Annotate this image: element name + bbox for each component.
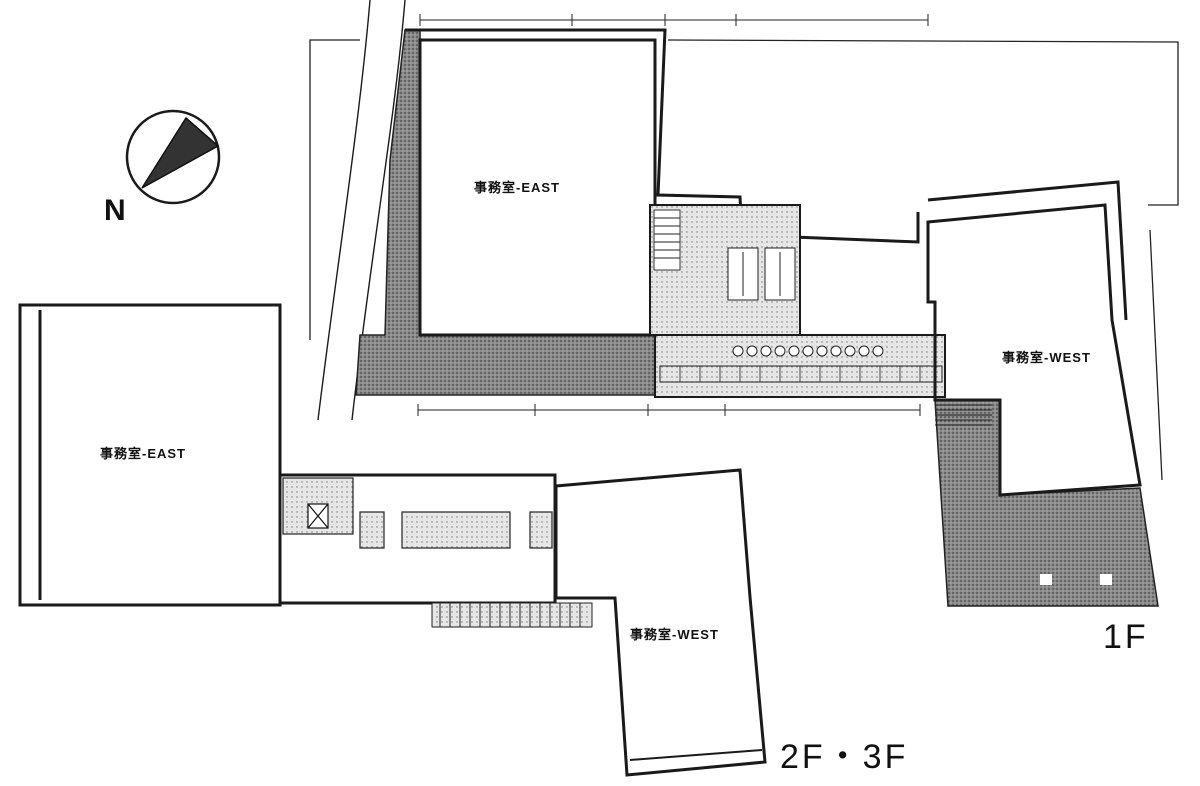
floor-2f3f-plan: 事務室-EAST 事務室-WEST 2F・3	[18, 303, 908, 777]
elevator-2f3f	[307, 503, 329, 529]
column-1f-b	[1100, 574, 1112, 585]
north-label: N	[104, 194, 126, 227]
site-boundary-1f-east	[667, 39, 1179, 206]
floor-2f3f-label: 2F・3F	[780, 738, 908, 776]
column-1f-a	[1040, 574, 1052, 585]
restroom-fixtures-1f	[727, 247, 796, 301]
entry-steps-1f	[935, 404, 992, 426]
shaded-walkway-left	[355, 29, 656, 396]
room-west-2f3f-label: 事務室-WEST	[630, 627, 719, 642]
seating-row-1f	[659, 345, 943, 383]
room-east-1f	[418, 38, 657, 337]
north-arrow: N	[104, 109, 221, 227]
site-boundary-1f	[309, 39, 360, 340]
floor-1f-label: 1F	[1103, 618, 1149, 656]
road-edge-outer	[317, 0, 371, 421]
room-east-2f3f	[18, 303, 282, 607]
site-boundary-1f-right	[1149, 229, 1163, 481]
room-east-2f3f-label: 事務室-EAST	[100, 446, 186, 461]
balcony-2f3f	[431, 602, 593, 628]
floor-1f-plan: 事務室-EAST 事務室-WEST 1F	[309, 0, 1179, 656]
dimension-line-top	[419, 14, 929, 26]
room-east-1f-label: 事務室-EAST	[474, 180, 560, 195]
core-rooms-2f3f	[282, 477, 553, 549]
room-west-1f	[926, 203, 1142, 497]
stairs-1f	[653, 209, 681, 271]
room-west-1f-label: 事務室-WEST	[1002, 350, 1091, 365]
wall-top-1f	[405, 28, 920, 244]
dimension-line-bottom	[417, 404, 921, 416]
wall-west-top-1f	[927, 180, 1128, 321]
room-west-2f3f	[554, 468, 767, 777]
